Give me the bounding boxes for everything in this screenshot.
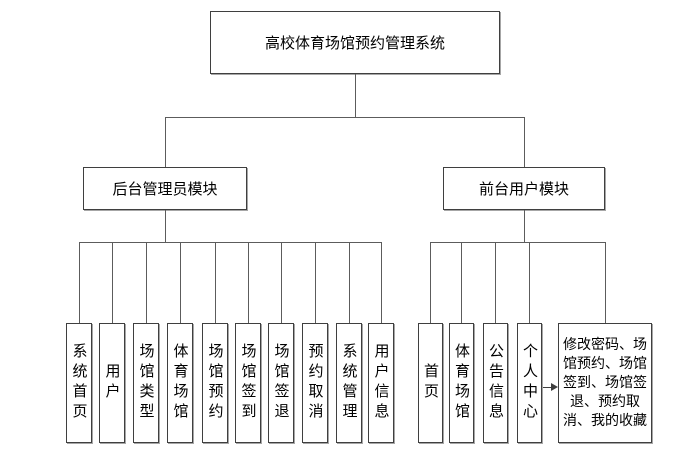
connector-stub-admin-7 xyxy=(281,242,282,323)
personal-center-detail-box: 修改密码、场馆预约、场馆签到、场馆签退、预约取消、我的收藏 xyxy=(558,323,652,443)
connector-user-down xyxy=(524,210,525,242)
leaf-personal-center-label: 个人中心 xyxy=(521,343,539,423)
leaf-sports-venue: 体育场馆 xyxy=(167,323,193,443)
leaf-user-info-label: 用户信息 xyxy=(372,343,391,423)
connector-level1-horizontal xyxy=(165,117,525,118)
arrow-head-icon xyxy=(551,383,558,391)
root-title: 高校体育场馆预约管理系统 xyxy=(264,34,445,52)
leaf-announcement-info-label: 公告信息 xyxy=(487,343,505,423)
leaf-user-info: 用户信息 xyxy=(368,323,394,443)
connector-stub-admin-10 xyxy=(381,242,382,323)
leaf-home-label: 首页 xyxy=(422,363,440,403)
connector-user-drop xyxy=(524,117,525,167)
connector-stub-user-3 xyxy=(495,242,496,323)
leaf-venue-reservation: 场馆预约 xyxy=(202,323,228,443)
leaf-venue-type-label: 场馆类型 xyxy=(137,343,156,423)
connector-admin-down xyxy=(165,210,166,242)
connector-stub-user-2 xyxy=(461,242,462,323)
leaf-system-home-label: 系统首页 xyxy=(70,343,89,423)
connector-admin-children-horizontal xyxy=(79,242,382,243)
leaf-venue-checkin: 场馆签到 xyxy=(235,323,261,443)
connector-user-children-horizontal xyxy=(430,242,606,243)
connector-stub-admin-2 xyxy=(112,242,113,323)
leaf-reservation-cancel-label: 预约取消 xyxy=(306,343,325,423)
connector-stub-user-1 xyxy=(430,242,431,323)
connector-stub-admin-4 xyxy=(180,242,181,323)
leaf-announcement-info: 公告信息 xyxy=(483,323,508,443)
leaf-sports-venue-front: 体育场馆 xyxy=(449,323,474,443)
module-box-user: 前台用户模块 xyxy=(443,167,605,210)
leaf-venue-checkout-label: 场馆签退 xyxy=(272,343,291,423)
connector-stub-user-4 xyxy=(529,242,530,323)
leaf-system-management-label: 系统管理 xyxy=(340,343,359,423)
connector-stub-admin-5 xyxy=(215,242,216,323)
connector-stub-admin-8 xyxy=(315,242,316,323)
arrow-line-personal-center xyxy=(543,387,553,388)
connector-stub-admin-9 xyxy=(349,242,350,323)
leaf-venue-checkin-label: 场馆签到 xyxy=(239,343,258,423)
connector-root-vertical xyxy=(355,74,356,117)
connector-stub-admin-1 xyxy=(79,242,80,323)
leaf-user: 用户 xyxy=(99,323,125,443)
leaf-sports-venue-front-label: 体育场馆 xyxy=(453,343,471,423)
leaf-venue-reservation-label: 场馆预约 xyxy=(206,343,225,423)
module-user-label: 前台用户模块 xyxy=(478,180,569,198)
connector-stub-user-detail xyxy=(605,242,606,323)
leaf-reservation-cancel: 预约取消 xyxy=(302,323,328,443)
personal-center-detail-text: 修改密码、场馆预约、场馆签到、场馆签退、预约取消、我的收藏 xyxy=(563,336,647,429)
leaf-personal-center: 个人中心 xyxy=(517,323,542,443)
module-box-admin: 后台管理员模块 xyxy=(83,167,247,210)
connector-stub-admin-3 xyxy=(146,242,147,323)
leaf-venue-type: 场馆类型 xyxy=(133,323,159,443)
leaf-system-home: 系统首页 xyxy=(66,323,92,443)
leaf-system-management: 系统管理 xyxy=(336,323,362,443)
module-admin-label: 后台管理员模块 xyxy=(112,180,218,198)
leaf-home: 首页 xyxy=(418,323,443,443)
leaf-venue-checkout: 场馆签退 xyxy=(268,323,294,443)
leaf-user-label: 用户 xyxy=(103,363,122,403)
root-box: 高校体育场馆预约管理系统 xyxy=(210,11,500,74)
connector-stub-admin-6 xyxy=(248,242,249,323)
connector-admin-drop xyxy=(165,117,166,167)
leaf-sports-venue-label: 体育场馆 xyxy=(171,343,190,423)
